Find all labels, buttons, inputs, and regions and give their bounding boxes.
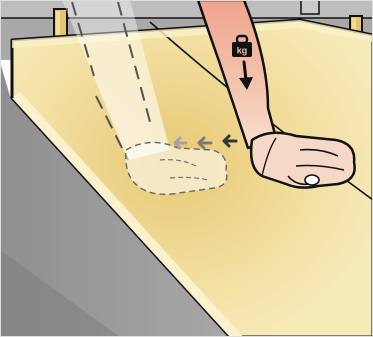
- wall-post-top-right: [301, 0, 319, 14]
- wall-post-left: [54, 9, 67, 39]
- thumbnail: [305, 175, 319, 185]
- svg-text:kg: kg: [237, 46, 248, 56]
